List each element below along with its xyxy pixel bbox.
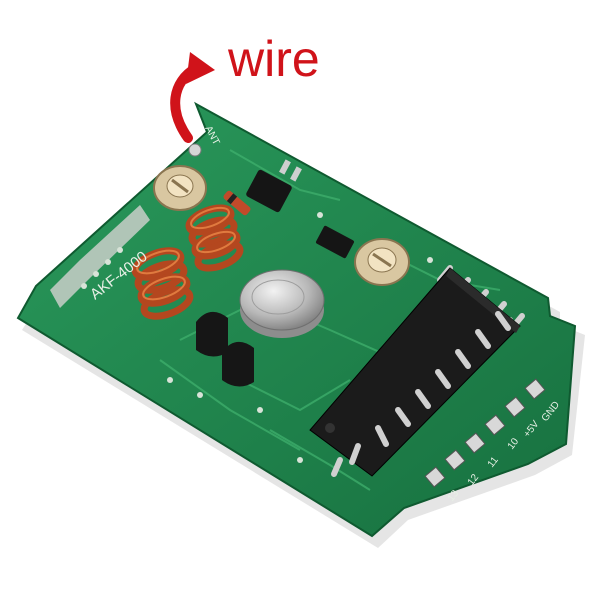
header-pads xyxy=(424,378,546,488)
smd-resistor xyxy=(316,225,354,259)
inductor-coil-1 xyxy=(185,204,244,272)
trimmer-potentiometer-1 xyxy=(153,165,207,211)
wire-annotation-label: wire xyxy=(228,31,320,87)
antenna-solder-pad xyxy=(188,143,202,157)
inductor-coil-2 xyxy=(131,247,194,320)
trimmer-potentiometer-2 xyxy=(354,238,410,286)
transistor-2 xyxy=(222,341,254,387)
red-curved-arrow-icon xyxy=(170,52,215,143)
sot-transistor xyxy=(246,159,302,213)
chip-notch xyxy=(325,423,335,433)
board-edge-contacts xyxy=(50,205,150,308)
saw-resonator-can xyxy=(239,269,325,338)
diode xyxy=(223,190,251,216)
dip-decoder-chip xyxy=(309,265,525,477)
solder-pads xyxy=(81,212,513,463)
chip-pins-bottom xyxy=(331,311,511,477)
transistor-1 xyxy=(196,311,228,357)
